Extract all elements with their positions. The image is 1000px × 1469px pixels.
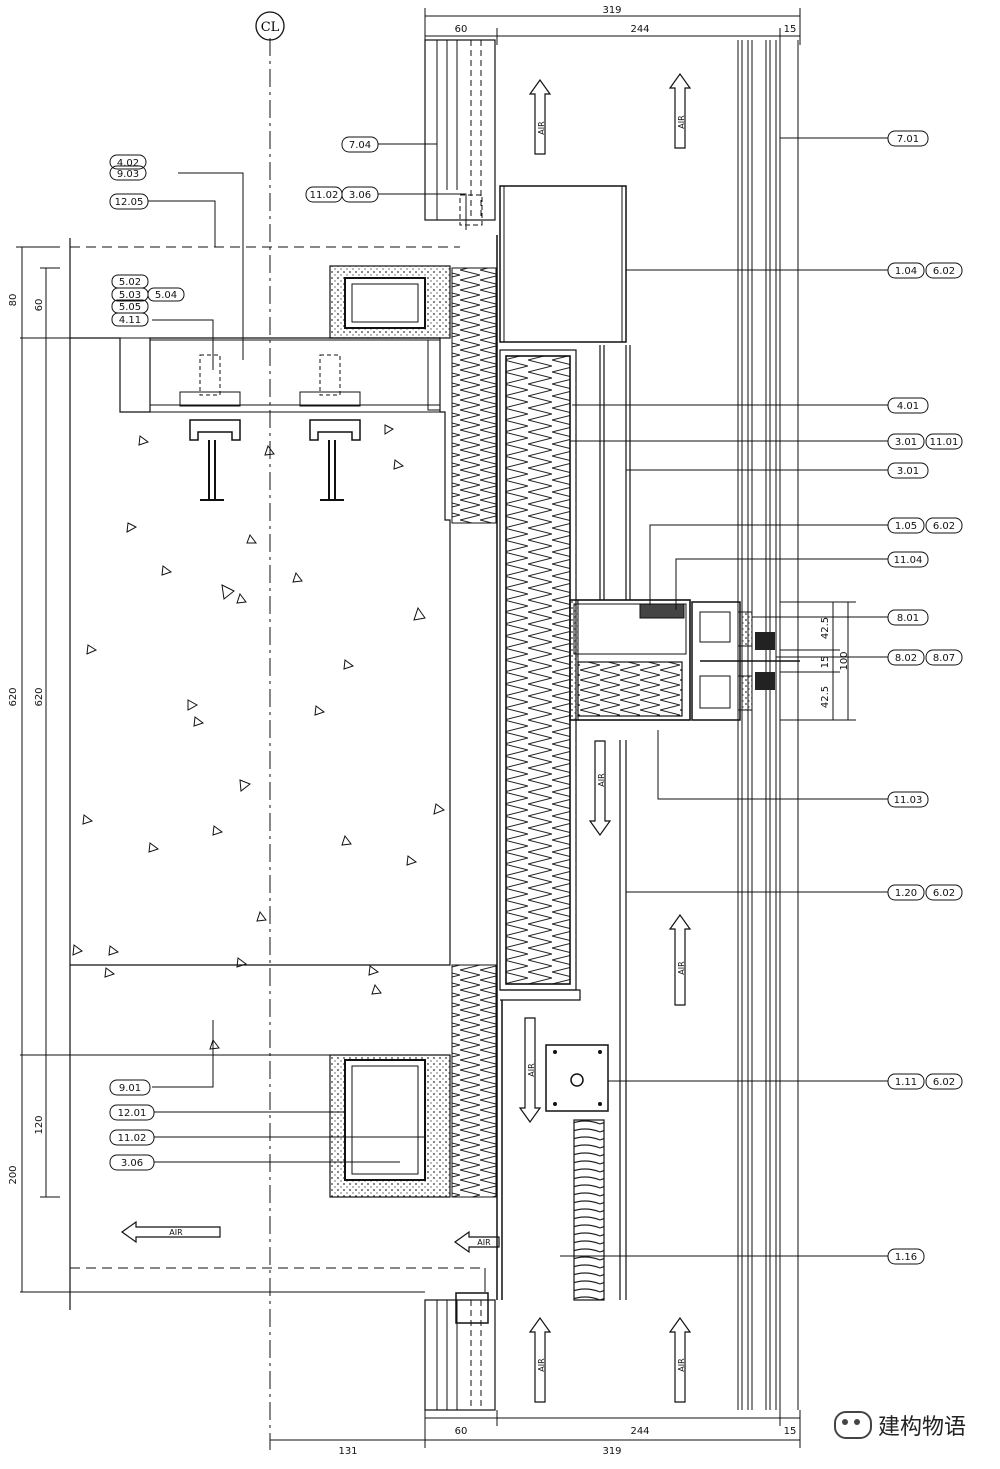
fire-stop-bottom [329, 1054, 451, 1198]
insulated-spandrel-panel [499, 349, 577, 991]
top-transom-box [499, 185, 627, 343]
centerline [255, 11, 285, 1450]
leader-lines-right [560, 137, 888, 1257]
anchor-channel [149, 339, 441, 413]
dimension-lines [16, 8, 856, 1448]
concrete-slab [20, 238, 486, 1310]
inner-glass-pane-bottom [424, 1292, 496, 1411]
anchor-bolt-left [189, 419, 241, 501]
cavity-blind-frame [599, 345, 631, 600]
outer-glass-pane [737, 40, 799, 1410]
centerline-symbol: CL [261, 20, 280, 35]
blind-motor-housing [545, 1044, 609, 1112]
wechat-logo-icon [833, 1411, 872, 1439]
anchor-bolt-right [309, 419, 361, 501]
slab-edge-insulation [451, 267, 497, 1198]
watermark-text: 建构物语 [877, 1415, 966, 1440]
watermark: 建构物语 [833, 1409, 966, 1441]
leader-lines-left [148, 143, 467, 1163]
fire-stop-top [329, 265, 451, 339]
mid-transom-assembly [569, 599, 800, 721]
inner-lining-lower [500, 740, 627, 1300]
blind-roller-coil [573, 1119, 605, 1301]
inner-glass-pane-top [424, 39, 496, 226]
